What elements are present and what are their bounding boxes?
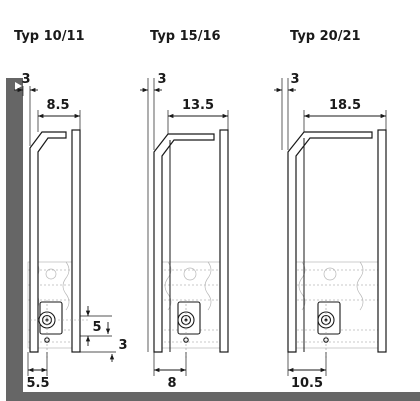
valve-height-label: 5 bbox=[92, 320, 101, 335]
floor-gap-label: 3 bbox=[118, 338, 127, 353]
bottom-offset-label: 5.5 bbox=[26, 376, 49, 391]
radiator-profile bbox=[153, 133, 215, 353]
radiator-type-15-16: Typ 15/16 3 13.5 bbox=[140, 29, 229, 391]
type-title: Typ 10/11 bbox=[14, 29, 85, 44]
wall bbox=[6, 78, 23, 398]
radiator-rear-plate bbox=[219, 129, 229, 353]
wall-gap-label: 3 bbox=[21, 72, 30, 87]
bottom-offset-label: 10.5 bbox=[291, 376, 323, 391]
valve-icon bbox=[317, 301, 341, 343]
radiator-profile bbox=[29, 131, 67, 353]
radiator-type-10-11: Typ 10/11 3 8.5 bbox=[14, 29, 128, 391]
bottom-offset-label: 8 bbox=[167, 376, 176, 391]
floor bbox=[6, 392, 420, 401]
radiator-type-20-21: Typ 20/21 3 18.5 bbox=[274, 29, 387, 391]
wall-corner-marker bbox=[15, 82, 22, 90]
radiator-rear-plate bbox=[71, 129, 81, 353]
depth-label: 18.5 bbox=[329, 98, 361, 113]
depth-label: 8.5 bbox=[46, 98, 69, 113]
valve-icon bbox=[38, 301, 63, 343]
type-title: Typ 15/16 bbox=[150, 29, 221, 44]
wall-gap-label: 3 bbox=[290, 72, 299, 87]
depth-label: 13.5 bbox=[182, 98, 214, 113]
wall-gap-label: 3 bbox=[157, 72, 166, 87]
type-title: Typ 20/21 bbox=[290, 29, 361, 44]
radiator-rear-plate bbox=[377, 129, 387, 353]
valve-icon bbox=[177, 301, 201, 343]
radiator-profile bbox=[287, 131, 373, 353]
